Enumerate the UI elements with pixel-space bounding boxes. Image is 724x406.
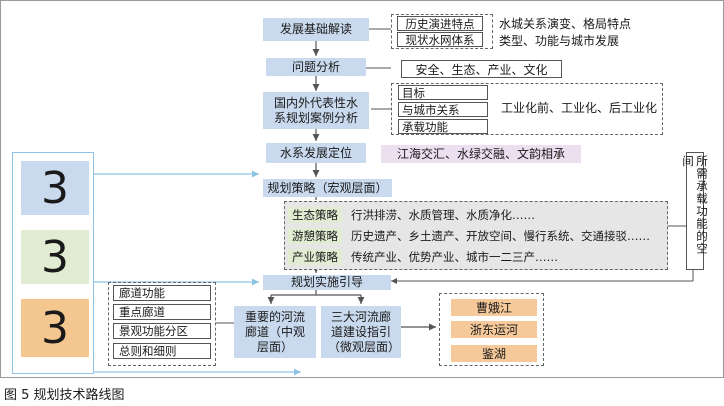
- step-three-corridors: 三大河流廊道建设指引（微观层面）: [321, 306, 401, 358]
- strategy-text-eco: 行洪排涝、水质管理、水质净化……: [351, 208, 535, 222]
- rivers-bracket: [439, 293, 544, 366]
- step-strategy: 规划策略（宏观层面）: [263, 179, 392, 197]
- legend-frame: [12, 152, 94, 374]
- corridor-bracket: [108, 282, 216, 366]
- side-label: 所需承载功能的空间: [681, 152, 709, 270]
- step-cases: 国内外代表性水系规划案例分析: [263, 92, 369, 129]
- corridor-item-key: 重点廊道: [113, 304, 211, 320]
- river-canal: 浙东运河: [451, 321, 537, 338]
- river-cao-e: 曹娥江: [451, 299, 537, 316]
- case-item-city: 与城市关系: [398, 102, 488, 117]
- basis-note-2: 类型、功能与城市发展: [499, 34, 620, 48]
- figure-caption: 图 5 规划技术路线图: [4, 388, 125, 403]
- basis-note-1: 水城关系演变、格局特点: [499, 17, 632, 31]
- case-bracket: [391, 83, 663, 135]
- figure-frame: 3 3 3 发展基础解读 问题分析 国内外代表性水系规划案例分析 水系发展定位 …: [0, 0, 724, 378]
- case-item-goal: 目标: [398, 85, 488, 100]
- problem-note: 安全、生态、产业、文化: [401, 60, 562, 78]
- corridor-item-rules: 总则和细则: [113, 343, 211, 359]
- step-problem: 问题分析: [266, 58, 366, 76]
- strategy-text-recreation: 历史遗产、乡土遗产、开放空间、慢行系统、交通接驳……: [351, 229, 650, 243]
- positioning-note: 江海交汇、水绿交融、文韵相承: [381, 145, 581, 163]
- case-item-function: 承载功能: [398, 119, 488, 134]
- corridor-item-function: 廊道功能: [113, 285, 211, 301]
- strategy-tag-eco: 生态策略: [288, 207, 342, 223]
- legend-green-swatch: 3: [21, 230, 89, 284]
- step-basis: 发展基础解读: [263, 18, 369, 41]
- strategy-text-industry: 传统产业、优势产业、城市一二三产……: [351, 250, 558, 264]
- corridor-item-zones: 景观功能分区: [113, 323, 211, 339]
- legend-orange-swatch: 3: [21, 299, 89, 357]
- basis-item-history: 历史演进特点: [397, 16, 483, 31]
- case-note: 工业化前、工业化、后工业化: [501, 101, 658, 115]
- basis-item-network: 现状水网体系: [397, 32, 483, 47]
- step-river-corridor: 重要的河流 廊道（中观层面）: [234, 306, 316, 358]
- strategy-tag-recreation: 游憩策略: [288, 228, 342, 244]
- river-jian-lake: 鉴湖: [451, 345, 537, 362]
- legend-blue-swatch: 3: [21, 161, 89, 215]
- basis-bracket: [391, 14, 493, 49]
- step-positioning: 水系发展定位: [266, 143, 366, 163]
- strategy-bracket: [284, 201, 668, 270]
- side-label-text: 所需承载功能的空间: [681, 155, 709, 255]
- step-guidance: 规划实施引导: [263, 275, 391, 290]
- strategy-tag-industry: 产业策略: [288, 249, 342, 265]
